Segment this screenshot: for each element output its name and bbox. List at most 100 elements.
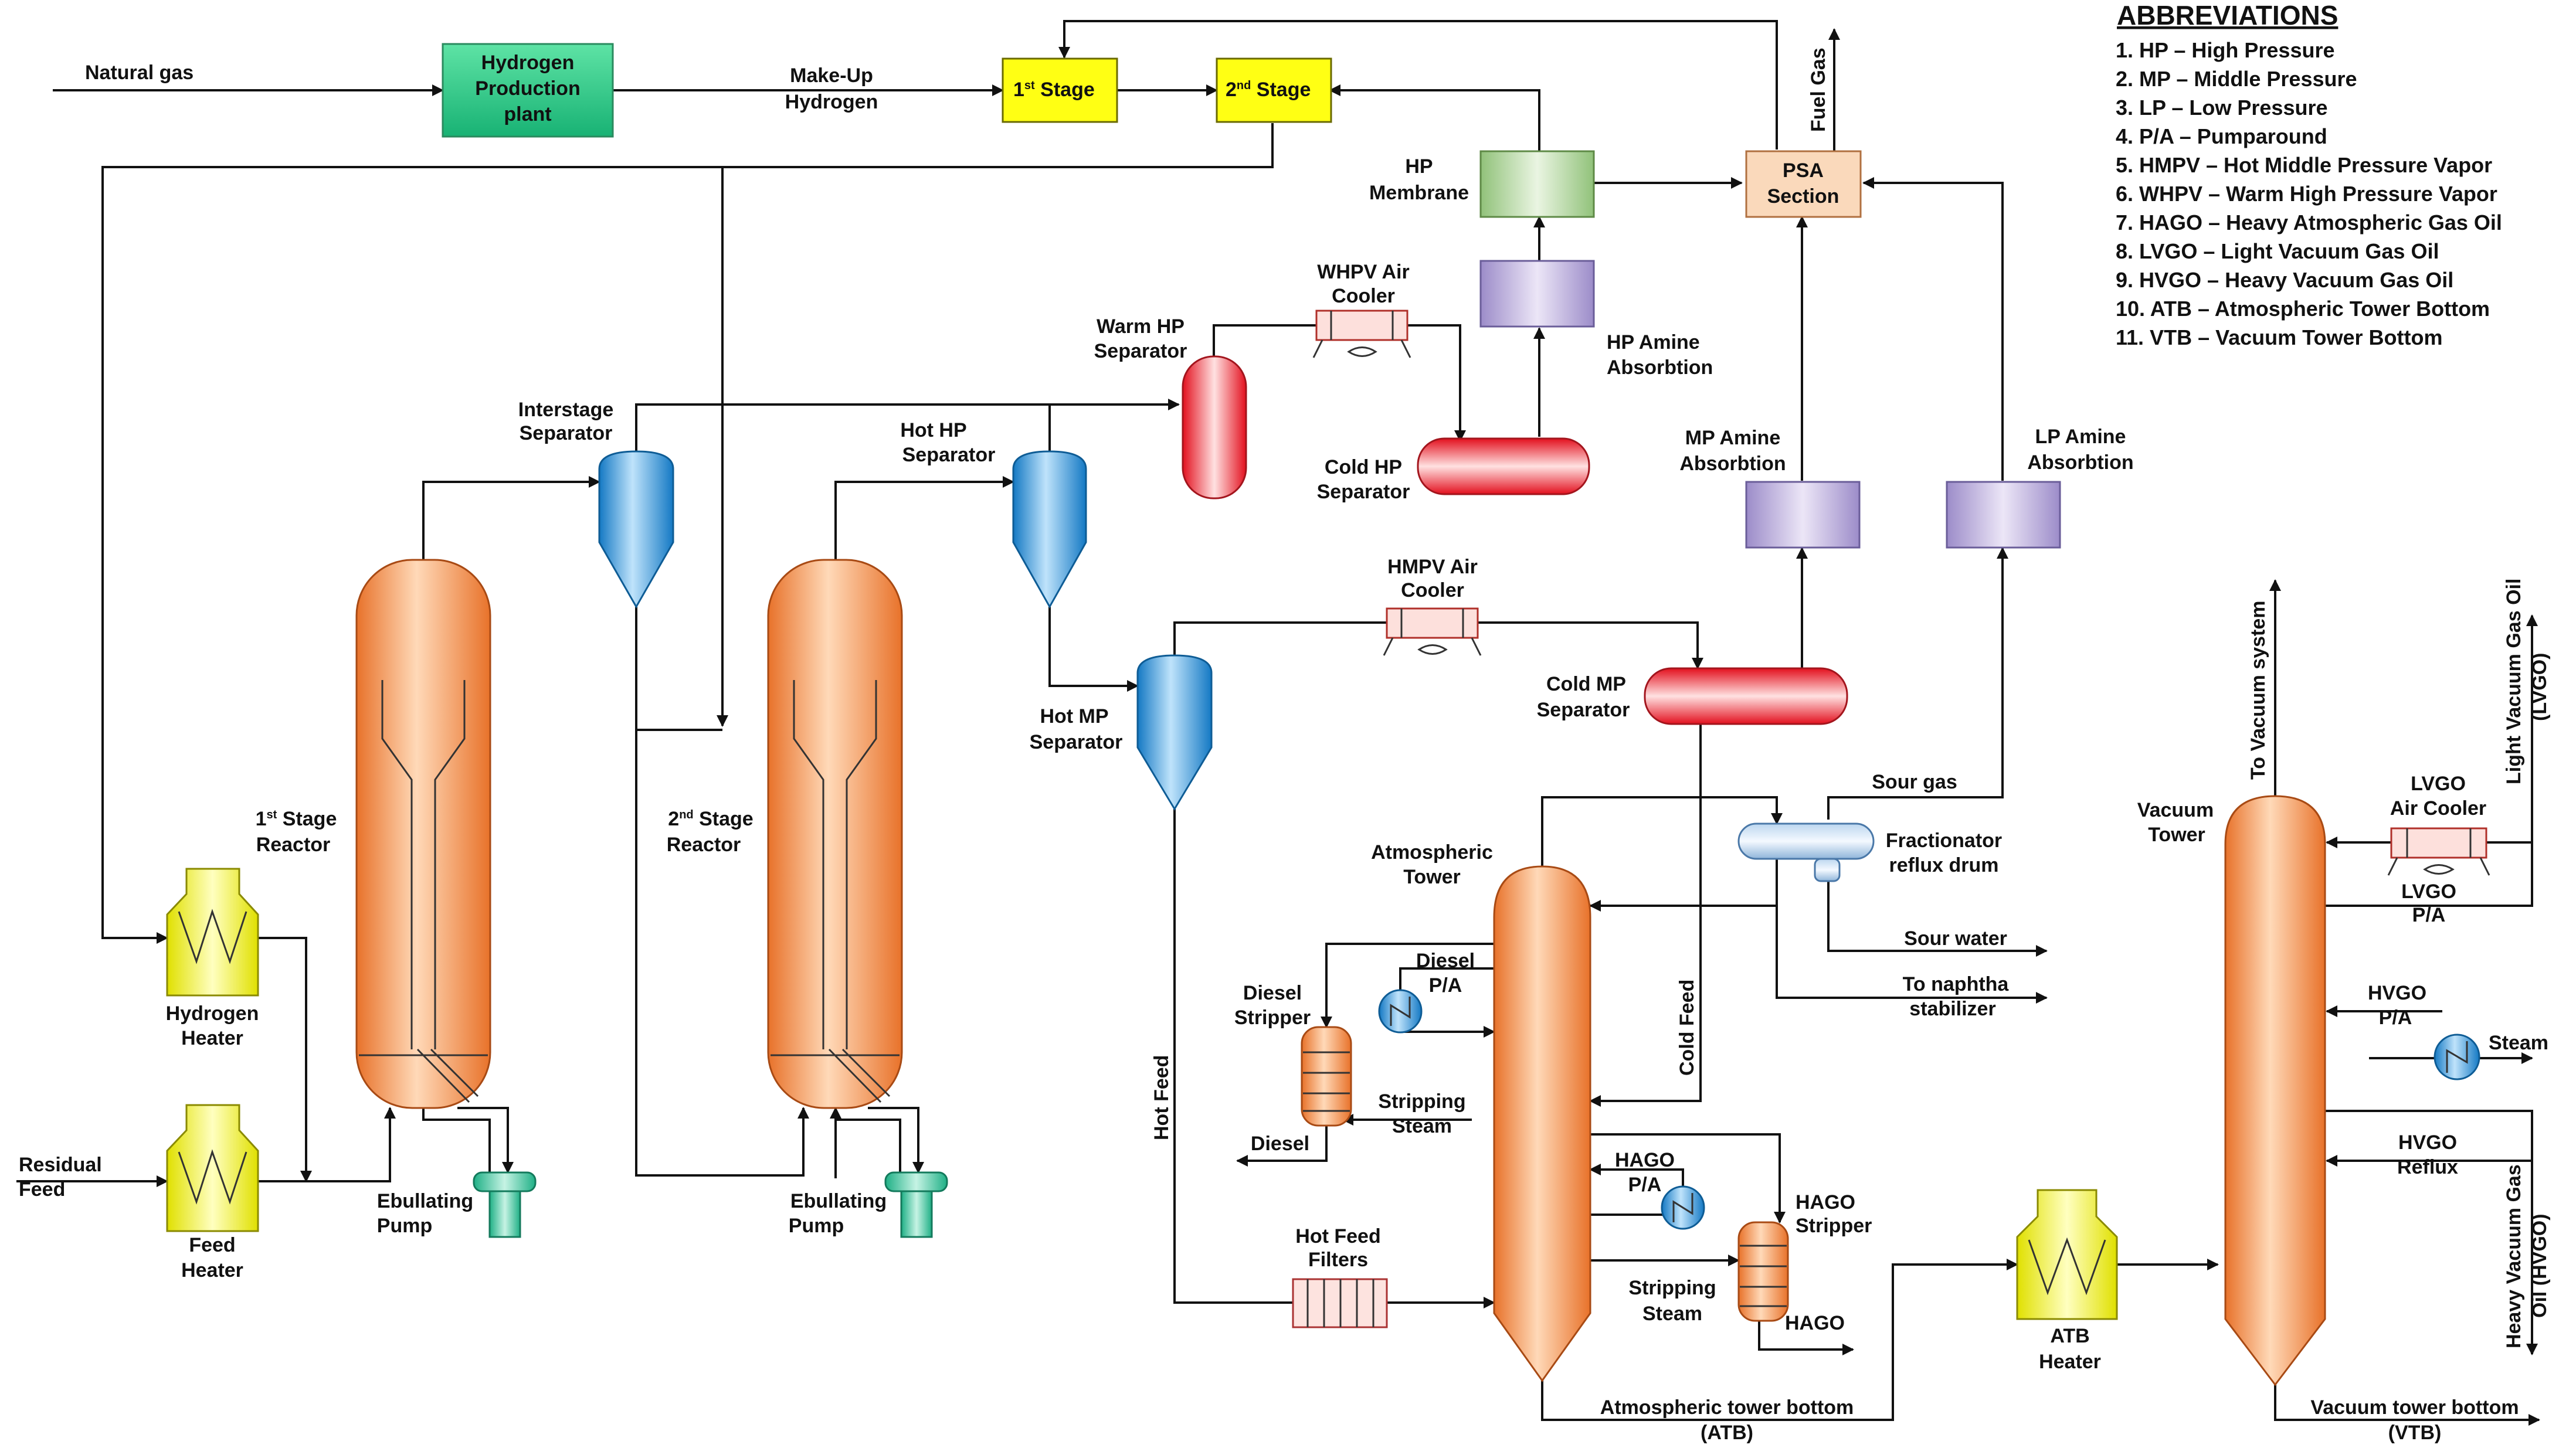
svg-text:HMPV Air: HMPV Air (1387, 556, 1478, 578)
svg-text:Separator: Separator (1537, 699, 1630, 721)
svg-text:P/A: P/A (2379, 1007, 2412, 1029)
svg-text:HP Amine: HP Amine (1607, 331, 1700, 353)
svg-text:(ATB): (ATB) (1701, 1422, 1753, 1444)
feed-heater: Feed Heater (166, 1104, 259, 1282)
svg-text:WHPV Air: WHPV Air (1317, 261, 1409, 283)
abbreviation-item: 4. P/A – Pumparound (2116, 124, 2327, 148)
lp-amine-absorber: LP Amine Absorbtion (1946, 426, 2134, 549)
svg-text:HAGO: HAGO (1615, 1149, 1675, 1171)
svg-text:Feed: Feed (19, 1178, 65, 1201)
atb-heater: ATB Heater (2016, 1189, 2118, 1373)
svg-text:Sour water: Sour water (1904, 927, 2007, 950)
second-stage-compressor: 2nd Stage (1216, 57, 1332, 123)
svg-text:Vacuum tower bottom: Vacuum tower bottom (2310, 1396, 2519, 1419)
abbreviation-item: 11. VTB – Vacuum Tower Bottom (2116, 325, 2442, 349)
whpv-air-cooler: WHPV Air Cooler (1312, 261, 1411, 358)
diesel-pa-exchanger (1378, 989, 1423, 1034)
svg-text:Diesel: Diesel (1416, 950, 1475, 972)
ebullating-pump-2: Ebullating Pump (789, 1171, 948, 1238)
abbreviation-item: 9. HVGO – Heavy Vacuum Gas Oil (2116, 268, 2453, 292)
svg-text:PSA: PSA (1783, 159, 1824, 182)
svg-text:Tower: Tower (1403, 866, 1461, 888)
svg-text:1st Stage: 1st Stage (1013, 79, 1095, 101)
svg-text:Feed: Feed (189, 1234, 235, 1256)
svg-text:Hot HP: Hot HP (900, 419, 966, 441)
hp-amine-absorber: HP Amine Absorbtion (1479, 260, 1713, 379)
svg-text:Diesel: Diesel (1251, 1133, 1309, 1155)
svg-text:Natural gas: Natural gas (85, 62, 194, 84)
svg-text:Oil (HVGO): Oil (HVGO) (2529, 1214, 2551, 1318)
svg-text:Steam: Steam (2489, 1032, 2548, 1054)
svg-text:Hot Feed: Hot Feed (1295, 1225, 1380, 1248)
first-stage-compressor: 1st Stage (1002, 57, 1118, 123)
stream-labels: Natural gas Make-Up Hydrogen Sour gas So… (19, 62, 2551, 1444)
svg-text:Warm HP: Warm HP (1097, 315, 1185, 338)
svg-text:To naphtha: To naphtha (1903, 973, 2010, 995)
hago-pa-exchanger (1661, 1185, 1705, 1230)
fuel-gas-label: Fuel Gas (1807, 47, 1830, 132)
svg-text:HP: HP (1405, 155, 1433, 178)
svg-text:Diesel: Diesel (1243, 982, 1302, 1004)
svg-text:Cooler: Cooler (1332, 285, 1395, 307)
svg-text:ABBREVIATIONS: ABBREVIATIONS (2117, 0, 2338, 30)
svg-text:Atmospheric: Atmospheric (1371, 841, 1493, 864)
abbreviations-legend: ABBREVIATIONS 1. HP – High Pressure 2. M… (2116, 0, 2502, 349)
svg-text:P/A: P/A (1628, 1174, 1662, 1196)
svg-text:2nd Stage: 2nd Stage (668, 808, 753, 830)
svg-text:Make-Up: Make-Up (790, 64, 873, 87)
abbreviation-item: 1. HP – High Pressure (2116, 38, 2335, 62)
hydrogen-heater: Hydrogen Heater (166, 868, 259, 1049)
lvgo-air-cooler: LVGO Air Cooler (2387, 773, 2490, 876)
interstage-separator: Interstage Separator (518, 399, 674, 609)
abbreviation-item: 6. WHPV – Warm High Pressure Vapor (2116, 182, 2497, 206)
svg-text:Fractionator: Fractionator (1886, 830, 2002, 852)
svg-text:2nd Stage: 2nd Stage (1226, 79, 1311, 101)
svg-text:HAGO: HAGO (1796, 1191, 1855, 1214)
svg-text:Fuel Gas: Fuel Gas (1807, 47, 1830, 132)
mp-amine-absorber: MP Amine Absorbtion (1679, 427, 1861, 549)
abbreviation-item: 3. LP – Low Pressure (2116, 96, 2328, 120)
hp-membrane: HP Membrane (1369, 150, 1595, 218)
svg-text:Stripping: Stripping (1628, 1277, 1716, 1299)
svg-text:stabilizer: stabilizer (1909, 998, 1995, 1020)
svg-text:Light Vacuum Gas Oil: Light Vacuum Gas Oil (2503, 579, 2525, 784)
abbreviation-item: 10. ATB – Atmospheric Tower Bottom (2116, 297, 2490, 321)
warm-hp-separator: Warm HP Separator (1094, 315, 1247, 499)
hot-feed-filters: Hot Feed Filters (1292, 1225, 1388, 1328)
svg-text:Production: Production (475, 77, 580, 100)
cold-hp-separator: Cold HP Separator (1317, 437, 1590, 503)
svg-text:Hot Feed: Hot Feed (1150, 1055, 1173, 1140)
svg-text:Cold Feed: Cold Feed (1676, 980, 1698, 1076)
svg-text:Absorbtion: Absorbtion (1607, 356, 1713, 379)
ebullating-pump-1: Ebullating Pump (377, 1171, 537, 1238)
svg-text:Membrane: Membrane (1369, 182, 1469, 204)
svg-text:LVGO: LVGO (2411, 773, 2466, 795)
svg-text:Vacuum: Vacuum (2137, 799, 2214, 821)
svg-text:Reactor: Reactor (256, 834, 331, 856)
svg-text:Pump: Pump (377, 1215, 432, 1237)
svg-text:Reactor: Reactor (667, 834, 741, 856)
abbreviation-item: 8. LVGO – Light Vacuum Gas Oil (2116, 239, 2439, 263)
hydrogen-production-plant: Hydrogen Production plant (442, 43, 614, 138)
svg-text:MP Amine: MP Amine (1685, 427, 1780, 449)
svg-text:Separator: Separator (520, 422, 613, 444)
abbreviation-item: 2. MP – Middle Pressure (2116, 67, 2357, 91)
svg-text:Air Cooler: Air Cooler (2390, 797, 2486, 820)
svg-text:Separator: Separator (1317, 481, 1410, 503)
svg-text:Cooler: Cooler (1401, 579, 1464, 601)
svg-text:Filters: Filters (1308, 1249, 1368, 1271)
svg-text:Steam: Steam (1642, 1303, 1702, 1325)
svg-text:Stripper: Stripper (1796, 1215, 1872, 1237)
svg-text:Hot MP: Hot MP (1040, 705, 1108, 728)
svg-text:Stripper: Stripper (1234, 1007, 1311, 1029)
svg-text:plant: plant (504, 103, 551, 125)
atmospheric-tower: Atmospheric Tower (1371, 841, 1591, 1382)
flow-lines (16, 20, 2540, 1426)
first-stage-reactor: 1st Stage Reactor (256, 559, 491, 1109)
svg-text:LP Amine: LP Amine (2035, 426, 2126, 448)
hago-stripper: HAGO Stripper (1737, 1191, 1872, 1322)
svg-text:Heavy Vacuum Gas: Heavy Vacuum Gas (2503, 1164, 2525, 1348)
svg-text:HAGO: HAGO (1785, 1312, 1845, 1334)
svg-text:HVGO: HVGO (2398, 1131, 2457, 1154)
